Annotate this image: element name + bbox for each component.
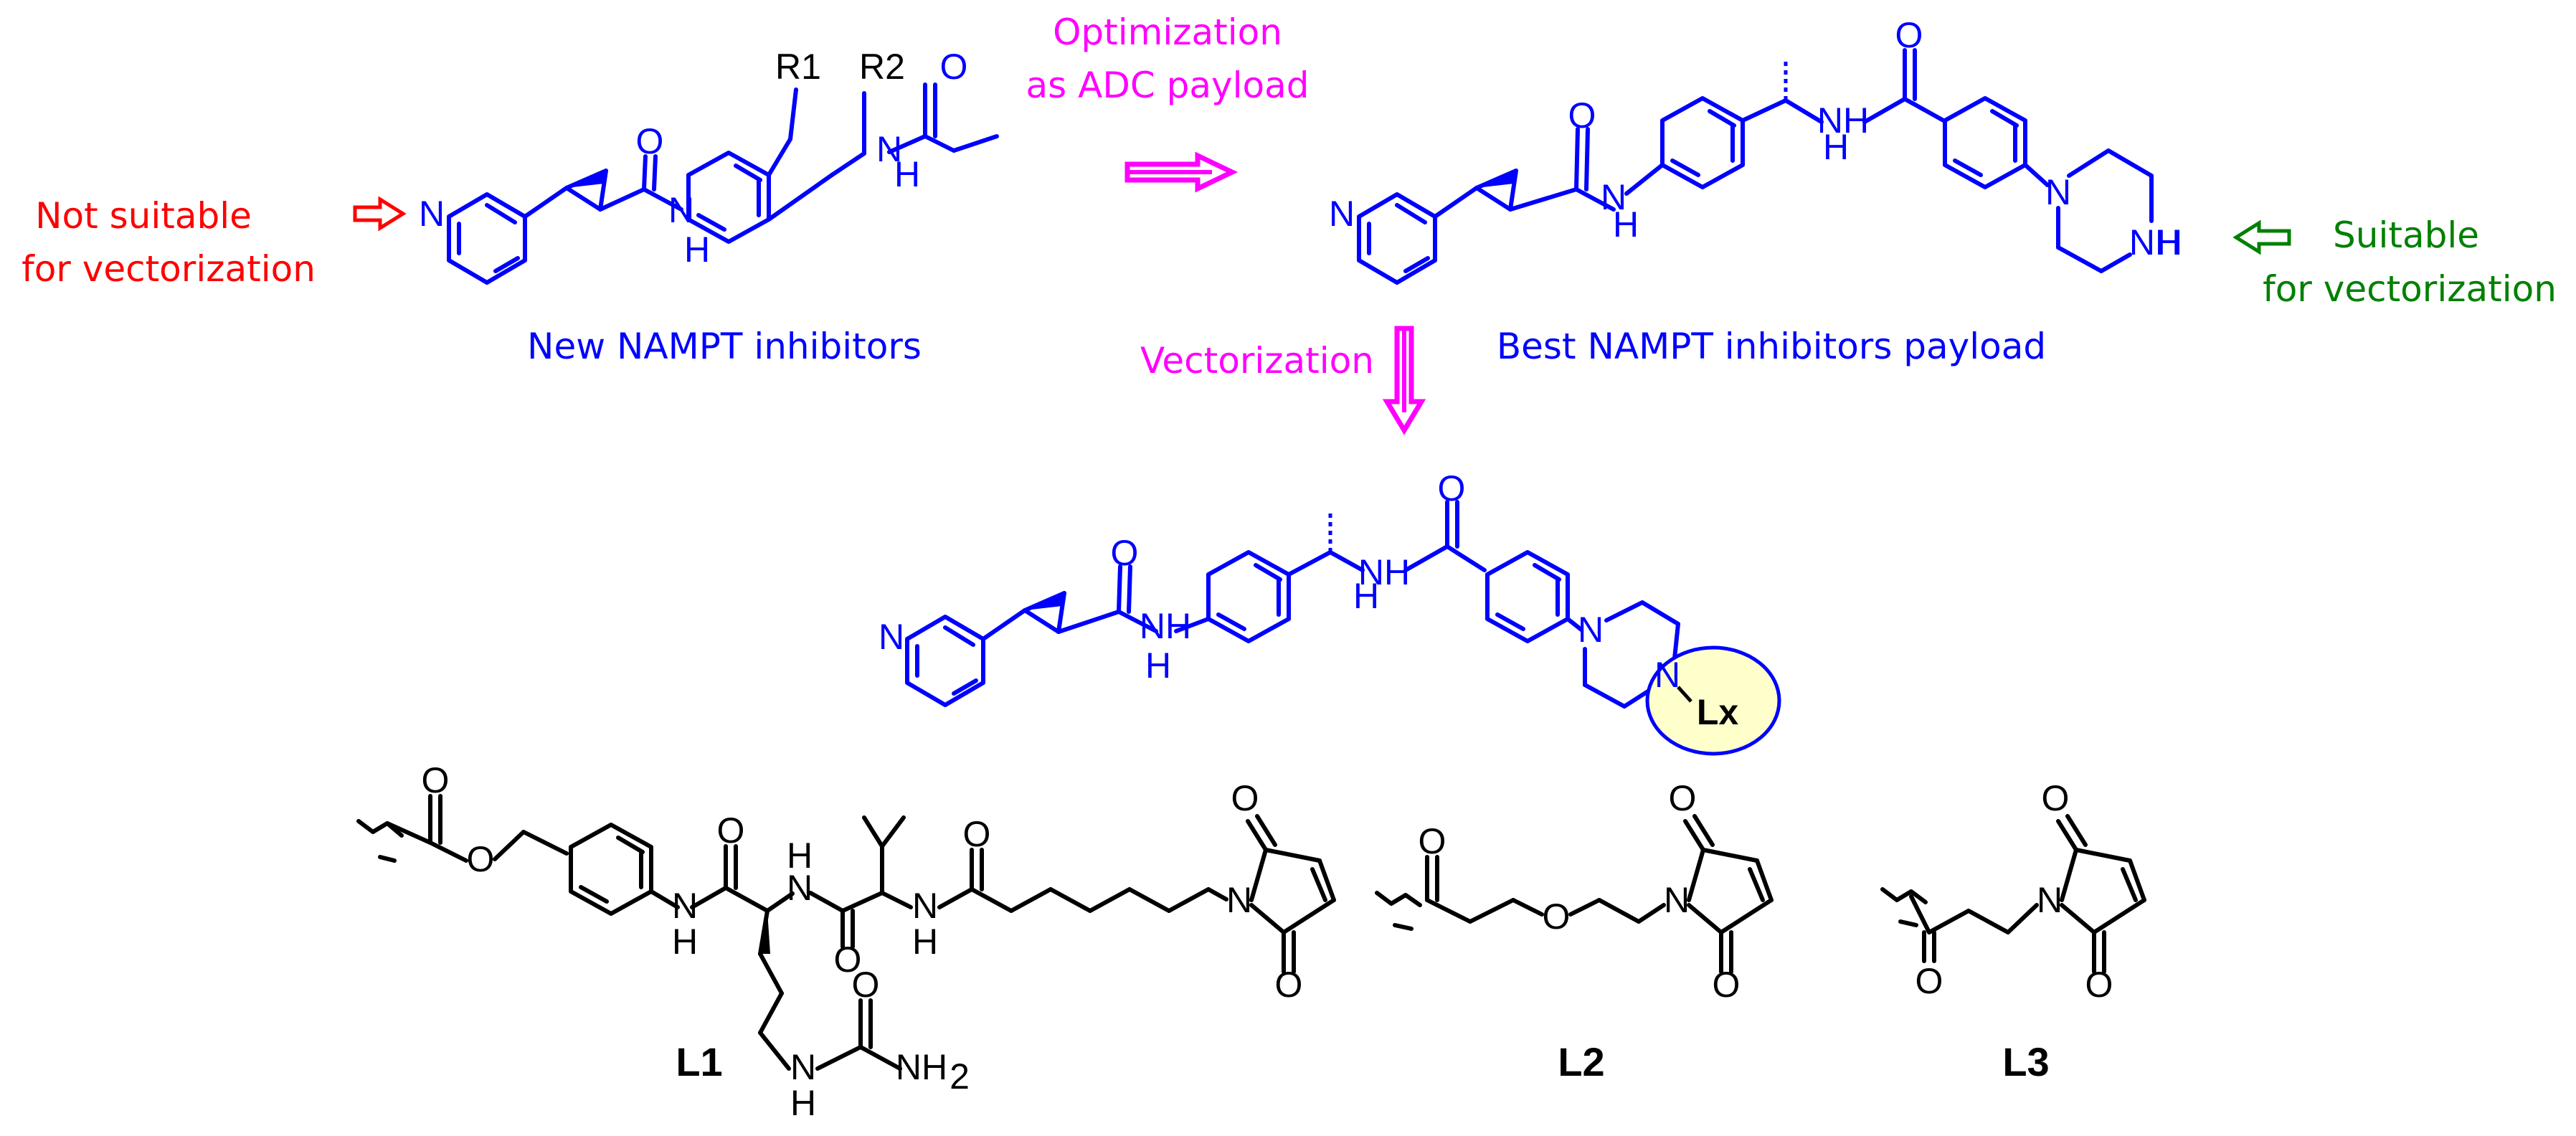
substituent-r1: R1 xyxy=(775,47,821,87)
suitable-arrow xyxy=(2232,219,2291,255)
linker-l1-structure: O O N H O N H O N H O N O O N H O NH 2 xyxy=(356,760,1336,1123)
vectorization-arrow xyxy=(1382,326,1426,435)
atom-o-l2-maleimide-top: O xyxy=(1669,778,1697,818)
atom-o-benzamide-2: O xyxy=(1895,15,1923,55)
atom-o-l1-ester: O xyxy=(467,839,495,879)
vectorized-conjugate-structure: N O NH H NH H O N N Lx xyxy=(879,468,1781,756)
not-suitable-arrow xyxy=(353,196,407,232)
caption-new-nampt-inhibitors: New NAMPT inhibitors xyxy=(527,326,922,367)
not-suitable-line2: for vectorization xyxy=(22,248,316,290)
atom-nh-l1-val: N xyxy=(912,886,938,926)
atom-o-acetamide: O xyxy=(940,47,968,87)
lx-highlight-ellipse xyxy=(1645,645,1781,756)
atom-o-l2-carbonyl: O xyxy=(1419,821,1446,861)
atom-h-l1-urea: H xyxy=(790,1083,816,1123)
atom-h-amide-2: H xyxy=(1613,204,1639,245)
substituent-lx: Lx xyxy=(1697,692,1739,732)
atom-h-acetamide: H xyxy=(894,154,920,194)
atom-h-piperazine-2: H xyxy=(2156,222,2182,262)
atom-n-l1-maleimide: N xyxy=(1226,880,1252,920)
atom-o-l1-maleimide-bottom: O xyxy=(1275,965,1303,1005)
suitable-line2: for vectorization xyxy=(2263,268,2557,310)
not-suitable-line1: Not suitable xyxy=(35,195,252,237)
atom-o-l1-carbonyl: O xyxy=(422,760,450,800)
atom-h-benzamide-2: H xyxy=(1823,127,1849,167)
atom-nh-piperazine-2: NH xyxy=(2129,222,2181,262)
atom-n-amide-2: N xyxy=(1601,177,1626,217)
atom-n-pyridine-1: N xyxy=(419,194,445,234)
atom-o-l2-maleimide-bottom: O xyxy=(1713,965,1741,1005)
atom-n-acetamide: N xyxy=(876,129,902,169)
atom-n-piperazine-3a: N xyxy=(1578,610,1604,650)
vectorization-label: Vectorization xyxy=(1140,340,1374,382)
atom-h-amide-1: H xyxy=(684,229,710,270)
optimization-line1: Optimization xyxy=(1053,11,1282,53)
atom-o-l3-maleimide-top: O xyxy=(2042,778,2070,818)
atom-o-l1-val: O xyxy=(834,939,862,980)
label-l1: L1 xyxy=(676,1039,722,1084)
linker-l3-structure: O N O O xyxy=(1880,778,2146,1005)
atom-o-l1-cit: O xyxy=(717,810,745,851)
atom-n-pyridine-3: N xyxy=(879,617,904,657)
atom-nh-benzamide-3: NH xyxy=(1358,552,1410,592)
atom-nh-l1-cit: N xyxy=(787,868,813,908)
best-payload-structure: N O N H NH H O N NH H xyxy=(1329,15,2182,285)
atom-nh-benzamide-2: NH xyxy=(1817,100,1869,141)
atom-o-l1-urea: O xyxy=(852,965,880,1005)
atom-o-benzamide-3: O xyxy=(1438,468,1466,508)
atom-n-piperazine-3b: N xyxy=(1654,655,1680,695)
optimization-arrow xyxy=(1124,151,1239,193)
atom-n-pyridine-2: N xyxy=(1329,194,1355,234)
atom-nh-l1-aniline: N xyxy=(672,886,698,926)
new-nampt-inhibitor-structure: N O N H R1 R2 N H O xyxy=(419,47,999,285)
atom-n-l2-maleimide: N xyxy=(1664,880,1690,920)
atom-h-l1-cit: H xyxy=(787,836,813,876)
atom-nh-l1-urea: N xyxy=(790,1047,816,1087)
atom-n-l3-maleimide: N xyxy=(2037,880,2063,920)
caption-best-payload: Best NAMPT inhibitors payload xyxy=(1497,326,2046,367)
atom-o-l3-maleimide-bottom: O xyxy=(2085,965,2113,1005)
atom-o-amide-3: O xyxy=(1111,533,1139,573)
optimization-line2: as ADC payload xyxy=(1026,65,1310,106)
atom-h-l1-aniline: H xyxy=(672,922,698,962)
atom-h-l1-val: H xyxy=(912,922,938,962)
atom-n-amide-3: NH xyxy=(1140,606,1191,646)
suitable-line1: Suitable xyxy=(2333,214,2479,256)
atom-h-benzamide-3: H xyxy=(1353,576,1379,616)
atom-nh2-subscript: 2 xyxy=(950,1056,970,1097)
substituent-r2: R2 xyxy=(859,47,905,87)
linker-l2-structure: O O N O O xyxy=(1375,778,1774,1005)
atom-o-amide-2: O xyxy=(1568,95,1596,136)
atom-nh2-l1-urea: NH xyxy=(896,1047,947,1087)
atom-o-l2-ether: O xyxy=(1543,896,1571,937)
label-l3: L3 xyxy=(2002,1039,2049,1084)
atom-o-l1-hexanoyl: O xyxy=(963,814,991,854)
atom-n-amide-1: N xyxy=(668,190,694,230)
atom-o-l1-maleimide-top: O xyxy=(1231,778,1259,818)
atom-h-amide-3: H xyxy=(1145,645,1171,686)
atom-o-l3-carbonyl: O xyxy=(1916,961,1943,1001)
label-l2: L2 xyxy=(1558,1039,1604,1084)
atom-o-amide-1: O xyxy=(636,121,664,161)
atom-n-piperazine-2: N xyxy=(2045,172,2071,212)
